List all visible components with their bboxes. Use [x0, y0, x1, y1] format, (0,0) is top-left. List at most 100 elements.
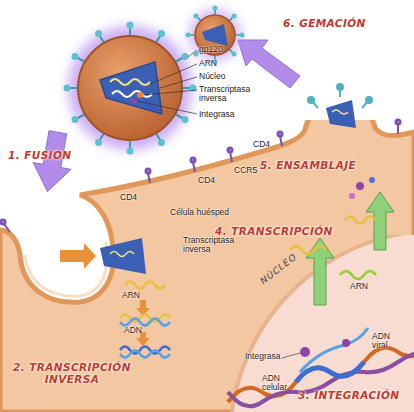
gp120-head — [127, 22, 134, 29]
membrane-highlight — [25, 242, 107, 296]
gp120-spike — [129, 25, 131, 36]
gp120-spikes — [67, 25, 193, 151]
gp120-head — [232, 52, 237, 57]
ccr5-receptor — [228, 148, 233, 153]
gp120-spike — [67, 87, 78, 89]
receptor-label: CCR5 — [234, 166, 257, 175]
gp120-spike — [175, 114, 185, 120]
nuclear-envelope — [230, 235, 414, 412]
gp120-spike — [75, 57, 85, 63]
integrase-protein — [131, 98, 137, 104]
cd4-receptor — [278, 132, 283, 137]
node-shape — [225, 235, 414, 412]
cd4-receptor — [1, 220, 6, 225]
part-label: ARN — [199, 59, 217, 68]
gp120-spike — [337, 84, 343, 90]
stage-title: 6. GEMACIÓN — [283, 18, 366, 30]
gp120-head — [190, 85, 197, 92]
gp120-spike — [188, 34, 195, 36]
gp120-head — [182, 116, 189, 123]
flow-arrow — [238, 40, 300, 88]
gp120-head — [95, 30, 102, 37]
gp120-spike — [129, 140, 131, 151]
part-label: Núcleo — [199, 72, 225, 81]
gp120-head — [193, 52, 198, 57]
leader-lines — [137, 50, 197, 114]
gp120-spike — [366, 97, 372, 103]
gp120-head — [72, 53, 79, 60]
part-label: ADN viral — [372, 332, 404, 351]
part-label: Integrasa — [245, 352, 280, 361]
gp120-spike — [308, 97, 314, 103]
virion-glow — [68, 26, 192, 150]
rna-strand — [112, 91, 152, 97]
leader-line — [150, 64, 197, 84]
cd4-receptor — [146, 169, 151, 174]
gp120-heads — [64, 22, 197, 155]
stage-title: 1. FUSIÓN — [8, 150, 71, 162]
part-label: Integrasa — [199, 110, 234, 119]
gp120-spike — [196, 16, 201, 21]
part-label: Transcriptasa inversa — [183, 236, 249, 255]
part-label: ARN — [350, 282, 368, 291]
virion-glow — [189, 9, 241, 61]
gp120-spike — [339, 88, 341, 97]
gp120-head — [127, 148, 134, 155]
node-label: NÚCLEO — [259, 252, 299, 287]
capsid-cone — [100, 62, 162, 114]
stage-title: 2. TRANSCRIPCIÓN INVERSA — [2, 362, 142, 385]
gp120-head — [72, 116, 79, 123]
leader-line — [143, 90, 197, 95]
cd4-receptor — [191, 158, 196, 163]
released-virion — [186, 6, 245, 65]
gp120-spike — [362, 101, 368, 108]
node-label: Célula huésped — [170, 208, 229, 217]
cd4-receptor — [397, 124, 399, 134]
gp120-head — [158, 139, 165, 146]
leader-line — [188, 50, 197, 57]
gp120-spike — [99, 133, 105, 143]
gp120-spike — [235, 34, 242, 36]
receptor-label: CD4 — [253, 140, 270, 149]
receptor-label: CD4 — [198, 176, 215, 185]
flow-arrow — [29, 129, 77, 195]
gp120-spikes — [188, 8, 242, 62]
gp120-spike — [312, 101, 318, 108]
gp120-spikes — [308, 84, 372, 108]
gp120-spike — [99, 33, 105, 43]
part-label: ADN celular — [262, 374, 302, 393]
gp120-spike — [75, 114, 85, 120]
virion-envelope — [195, 15, 235, 55]
flow-arrow — [60, 243, 96, 269]
stage-title: 5. ENSAMBLAJE — [260, 160, 356, 172]
gp120-spike — [156, 33, 162, 43]
stage-title: 3. INTEGRACIÓN — [298, 390, 399, 402]
part-label: ADN — [124, 326, 142, 335]
gp120-spike — [156, 133, 162, 143]
gp120-spike — [229, 49, 234, 54]
gp120-head — [232, 13, 237, 18]
gp120-spike — [214, 8, 216, 15]
part-label: ARN — [122, 291, 140, 300]
receptor-label: CD4 — [120, 193, 137, 202]
gp120-head — [95, 139, 102, 146]
gp120-spike — [175, 57, 185, 63]
cd4-receptor — [396, 120, 401, 125]
gp120-head — [182, 53, 189, 60]
gp120-spike — [229, 16, 234, 21]
leader-line — [137, 101, 197, 114]
nucleus: NÚCLEO — [225, 235, 414, 412]
rna-strand — [110, 79, 150, 85]
gp120-head — [240, 33, 245, 38]
stage-title: 4. TRANSCRIPCIÓN — [215, 226, 333, 238]
gp120-head — [213, 6, 218, 11]
reverse-transcriptase — [137, 92, 143, 98]
gp120-head — [193, 13, 198, 18]
part-label: Transcriptasa inversa — [199, 85, 261, 104]
virion-envelope — [78, 36, 182, 140]
gp120-head — [64, 85, 71, 92]
gp120-heads — [186, 6, 245, 65]
gp120-spike — [182, 87, 193, 89]
leader-line — [160, 77, 197, 88]
